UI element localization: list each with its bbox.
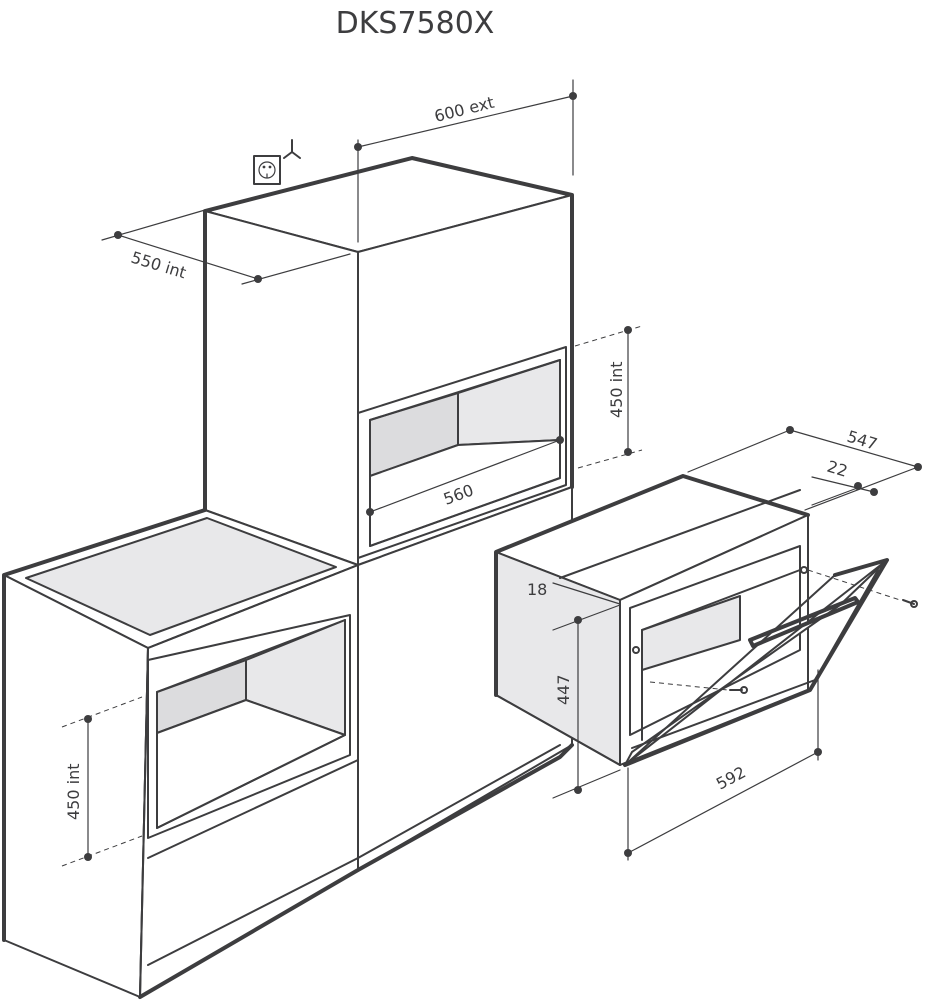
dimension-18: 18 — [527, 580, 621, 605]
dim-label-22: 22 — [825, 457, 850, 481]
dim-label-550-int: 550 int — [129, 248, 189, 283]
dim-label-600-ext: 600 ext — [432, 93, 496, 126]
dimension-447: 447 — [552, 604, 621, 799]
dim-label-upper-450-int: 450 int — [607, 362, 626, 418]
dim-label-592: 592 — [713, 762, 749, 793]
tall-cabinet — [203, 156, 574, 566]
dimension-560: 560 — [366, 436, 564, 516]
dimension-lower-450-int: 450 int — [61, 696, 143, 867]
ground-symbol-icon — [283, 139, 301, 159]
power-socket-icon — [253, 155, 281, 185]
dim-label-18: 18 — [527, 580, 547, 599]
dimension-upper-450-int: 450 int — [574, 325, 643, 469]
screw-icon — [902, 599, 918, 608]
dim-label-447: 447 — [554, 674, 573, 705]
dim-label-547: 547 — [845, 427, 880, 454]
screw-icon — [729, 686, 748, 694]
model-title: DKS7580X — [336, 6, 495, 41]
base-unit — [2, 486, 574, 999]
dimension-22: 22 — [811, 457, 878, 506]
dim-label-lower-450-int: 450 int — [64, 764, 83, 820]
appliance — [494, 474, 918, 767]
